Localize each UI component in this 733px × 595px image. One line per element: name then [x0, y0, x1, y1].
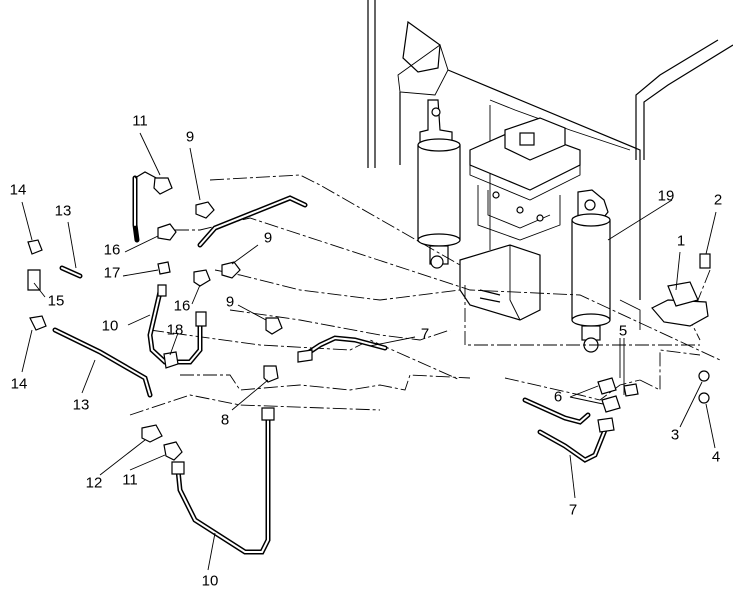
callout-12: 12	[86, 475, 103, 492]
callout-6: 6	[554, 389, 562, 406]
left-hydraulic-cylinder	[417, 99, 461, 269]
callout-19: 19	[658, 188, 675, 205]
callout-3: 3	[671, 427, 679, 444]
callout-9-lower: 9	[226, 294, 234, 311]
callout-7-lower: 7	[569, 502, 577, 519]
callout-13-lower: 13	[73, 397, 90, 414]
callout-leader-arrows	[21, 132, 717, 571]
callout-11-upper: 11	[132, 113, 148, 130]
callout-13-upper: 13	[55, 203, 72, 220]
callout-16-left: 16	[104, 242, 121, 259]
valve-bracket-assembly	[459, 117, 581, 321]
vehicle-body-panels	[367, 0, 733, 330]
callout-14-lower: 14	[11, 376, 28, 393]
callout-17: 17	[104, 265, 121, 282]
callout-labels: 11 9 9 9 14 13 16 17 15 10 16 18 14 13 8…	[10, 113, 723, 590]
callout-4: 4	[712, 449, 720, 466]
hydraulic-fittings	[27, 177, 711, 475]
callout-8: 8	[221, 412, 229, 429]
callout-5: 5	[619, 323, 627, 340]
callout-7-upper: 7	[421, 326, 429, 343]
callout-18: 18	[167, 322, 184, 339]
callout-1: 1	[677, 233, 685, 250]
callout-2: 2	[714, 192, 722, 209]
callout-9-top: 9	[186, 129, 194, 146]
callout-16-right: 16	[174, 298, 191, 315]
callout-15: 15	[48, 293, 65, 310]
callout-10-upper: 10	[102, 318, 119, 335]
right-hydraulic-cylinder	[571, 189, 611, 353]
hydraulic-hoses	[52, 171, 608, 555]
callout-11-lower: 11	[122, 472, 138, 489]
callout-14-upper: 14	[10, 182, 27, 199]
callout-9-middle: 9	[264, 230, 272, 247]
callout-10-lower: 10	[202, 573, 219, 590]
